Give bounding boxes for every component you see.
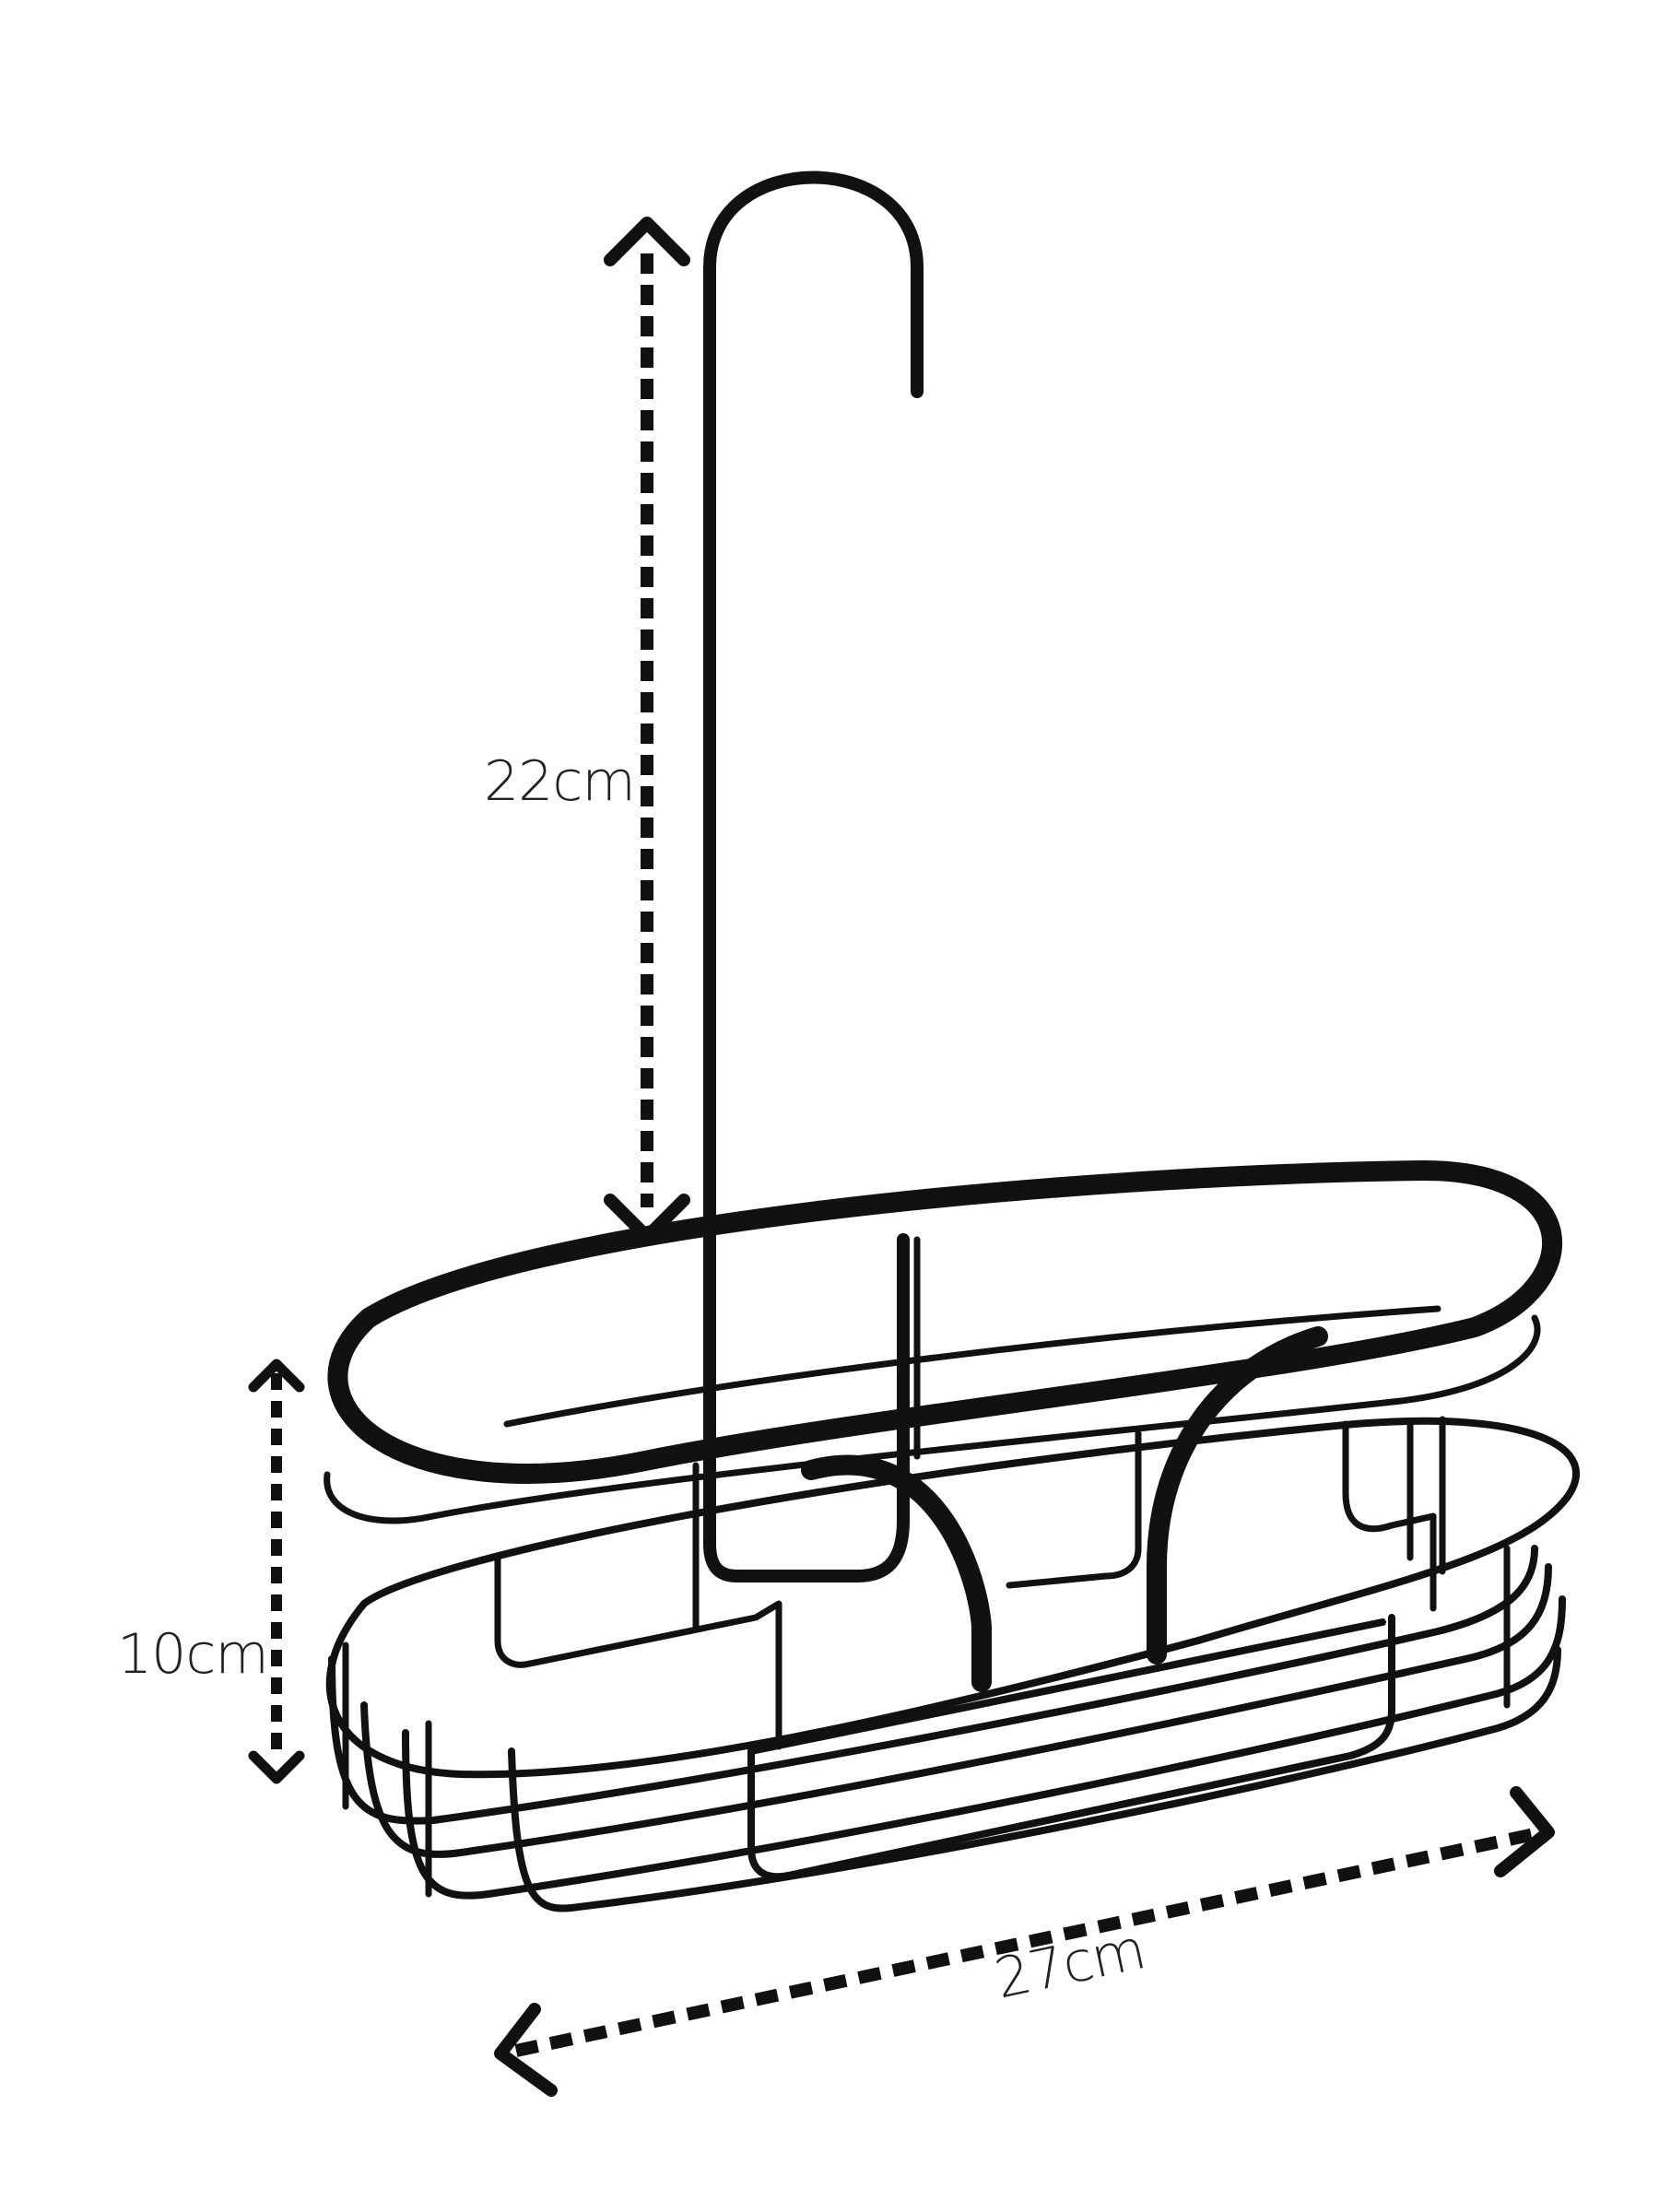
basket-rail-1: [328, 1545, 1538, 1825]
basket-rail-2: [360, 1563, 1552, 1858]
basket-top-rim: [325, 1417, 1580, 1779]
basket-rail-4: [508, 1646, 1561, 1912]
front-strap-right: [1147, 1326, 1328, 1665]
inner-back-bar: [494, 1554, 782, 1750]
hook-height-label: 22cm: [484, 749, 635, 814]
inner-upper-rail: [503, 1305, 1441, 1428]
basket-front-panel: [747, 1614, 1395, 1881]
basket-rail-3: [402, 1595, 1566, 1900]
basket-width-label: 27cm: [990, 1917, 1151, 2012]
hook-height-arrow-top-icon: [604, 217, 690, 266]
basket-width-arrow-left-icon: [494, 2003, 558, 2097]
basket-width-arrow-right-icon: [1494, 1786, 1555, 1877]
front-strap-left: [801, 1454, 992, 1692]
hook-wire: [703, 171, 924, 1583]
shower-caddy: [324, 171, 1580, 1912]
upper-frame-band: [327, 1160, 1562, 1484]
inner-back-bar-3: [1342, 1420, 1437, 1612]
middle-rail: [324, 1314, 1541, 1524]
dimension-basket-height: 10cm: [117, 1359, 305, 1784]
inner-back-bar-2: [1006, 1430, 1142, 1589]
basket-height-arrow-bottom-icon: [248, 1750, 305, 1784]
dimension-hook-height: 22cm: [484, 217, 690, 1243]
hook-height-arrow-bottom-icon: [604, 1194, 690, 1243]
basket-front-panel-top: [747, 1618, 1386, 1755]
basket-height-arrow-top-icon: [248, 1359, 305, 1393]
basket-height-label: 10cm: [117, 1622, 268, 1687]
